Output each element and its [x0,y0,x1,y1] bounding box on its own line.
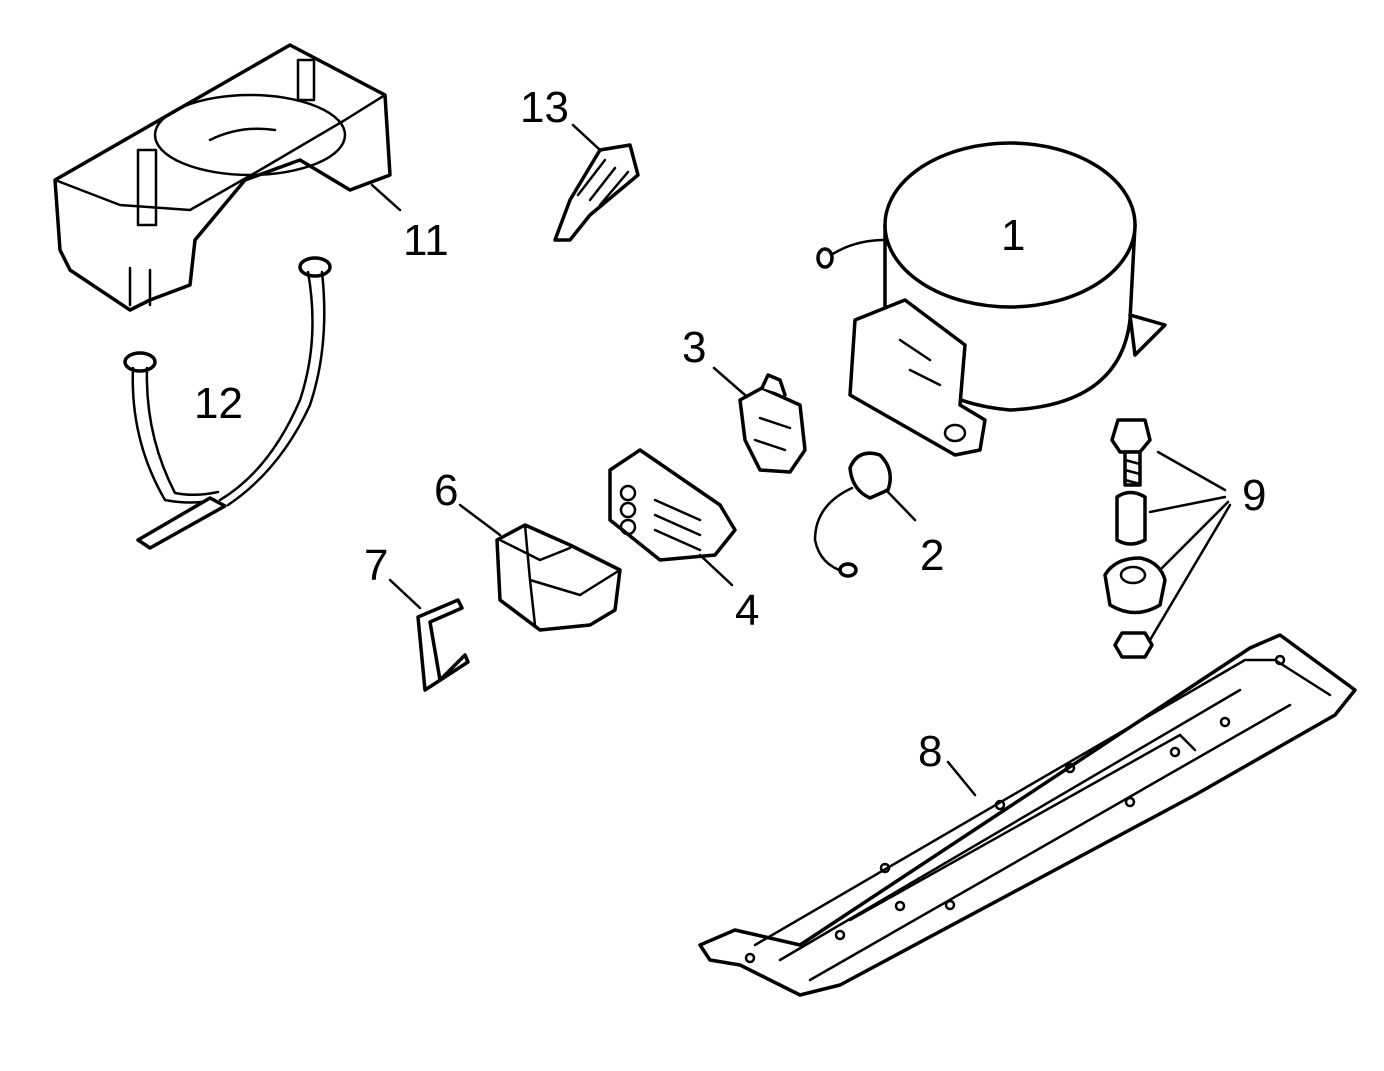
drain-pan-part-11[interactable] [53,43,392,312]
capacitor-part-6[interactable] [495,523,622,632]
callout-3: 3 [682,323,706,372]
callout-8: 8 [918,727,942,776]
callout-13: 13 [520,83,569,132]
compressor-part-1[interactable] [816,141,1167,457]
bracket-part-7[interactable] [416,598,470,692]
callout-2: 2 [920,531,944,580]
callout-6: 6 [434,466,458,515]
clip-part-13[interactable] [553,143,640,242]
callout-4: 4 [735,586,759,635]
drain-tube-part-12[interactable] [123,256,332,550]
relay-part-3[interactable] [738,373,807,474]
callout-11: 11 [403,216,449,265]
callout-1: 1 [1001,211,1025,260]
cover-part-4[interactable] [608,448,737,562]
mounting-hardware-part-9[interactable] [1103,418,1167,659]
callout-9: 9 [1242,471,1266,520]
base-rail-part-8[interactable] [698,633,1357,997]
callout-7: 7 [364,541,388,590]
callout-12: 12 [194,379,243,428]
leader-lines [370,123,1232,797]
overload-part-2[interactable] [813,451,892,578]
